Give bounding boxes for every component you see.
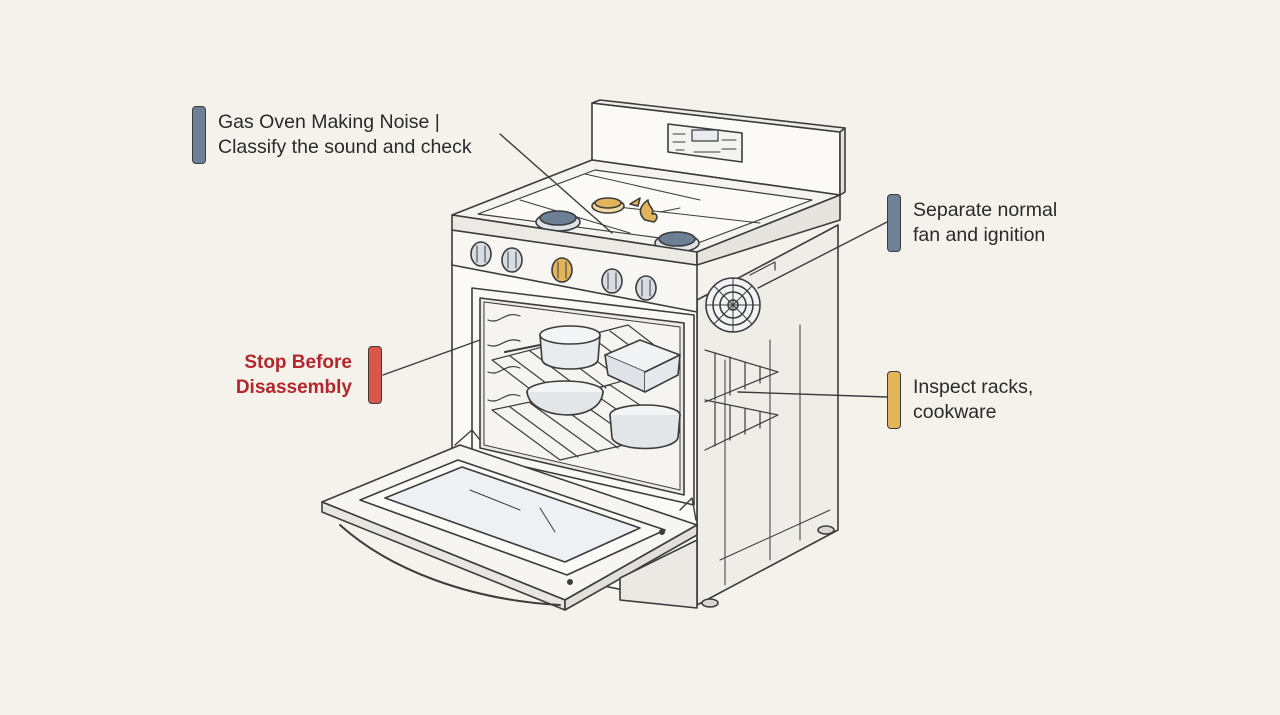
knob-icon bbox=[470, 241, 492, 267]
callout-racks-text: Inspect racks, cookware bbox=[913, 376, 1034, 423]
side-rack-upper bbox=[704, 349, 779, 403]
side-rack-lower bbox=[704, 399, 779, 451]
burner-icon bbox=[535, 210, 581, 232]
knob-icon bbox=[601, 268, 623, 294]
knob-icon bbox=[551, 257, 573, 283]
callout-title-text: Gas Oven Making Noise | Classify the sou… bbox=[218, 111, 472, 158]
flame-icon bbox=[639, 199, 658, 223]
callout-title: Gas Oven Making Noise | Classify the sou… bbox=[192, 106, 472, 164]
callout-marker bbox=[887, 194, 901, 252]
leader-lines bbox=[382, 133, 888, 398]
knob-icon bbox=[501, 247, 523, 273]
callout-racks: Inspect racks, cookware bbox=[887, 371, 1033, 429]
callout-marker bbox=[887, 371, 901, 429]
oven-door bbox=[321, 429, 698, 611]
saucepan bbox=[504, 325, 601, 370]
callout-marker bbox=[192, 106, 206, 164]
callout-fan-text: Separate normal fan and ignition bbox=[913, 199, 1058, 246]
baking-dish bbox=[604, 339, 681, 393]
burner-icon bbox=[591, 197, 625, 214]
fan-icon bbox=[705, 277, 761, 333]
burner-icon bbox=[654, 231, 700, 253]
pot bbox=[609, 404, 681, 450]
callout-marker bbox=[368, 346, 382, 404]
callout-stop: Stop Before Disassembly bbox=[236, 346, 382, 404]
callout-fan: Separate normal fan and ignition bbox=[887, 194, 1057, 252]
range-base bbox=[619, 539, 698, 609]
bowl bbox=[526, 380, 604, 416]
leader-line-racks bbox=[737, 391, 888, 398]
leader-line-fan bbox=[757, 221, 888, 289]
knob-icon bbox=[635, 275, 657, 301]
leader-line-title bbox=[499, 133, 613, 234]
callout-stop-text: Stop Before Disassembly bbox=[235, 352, 352, 398]
leader-line-stop bbox=[382, 339, 481, 376]
control-display bbox=[667, 123, 743, 163]
